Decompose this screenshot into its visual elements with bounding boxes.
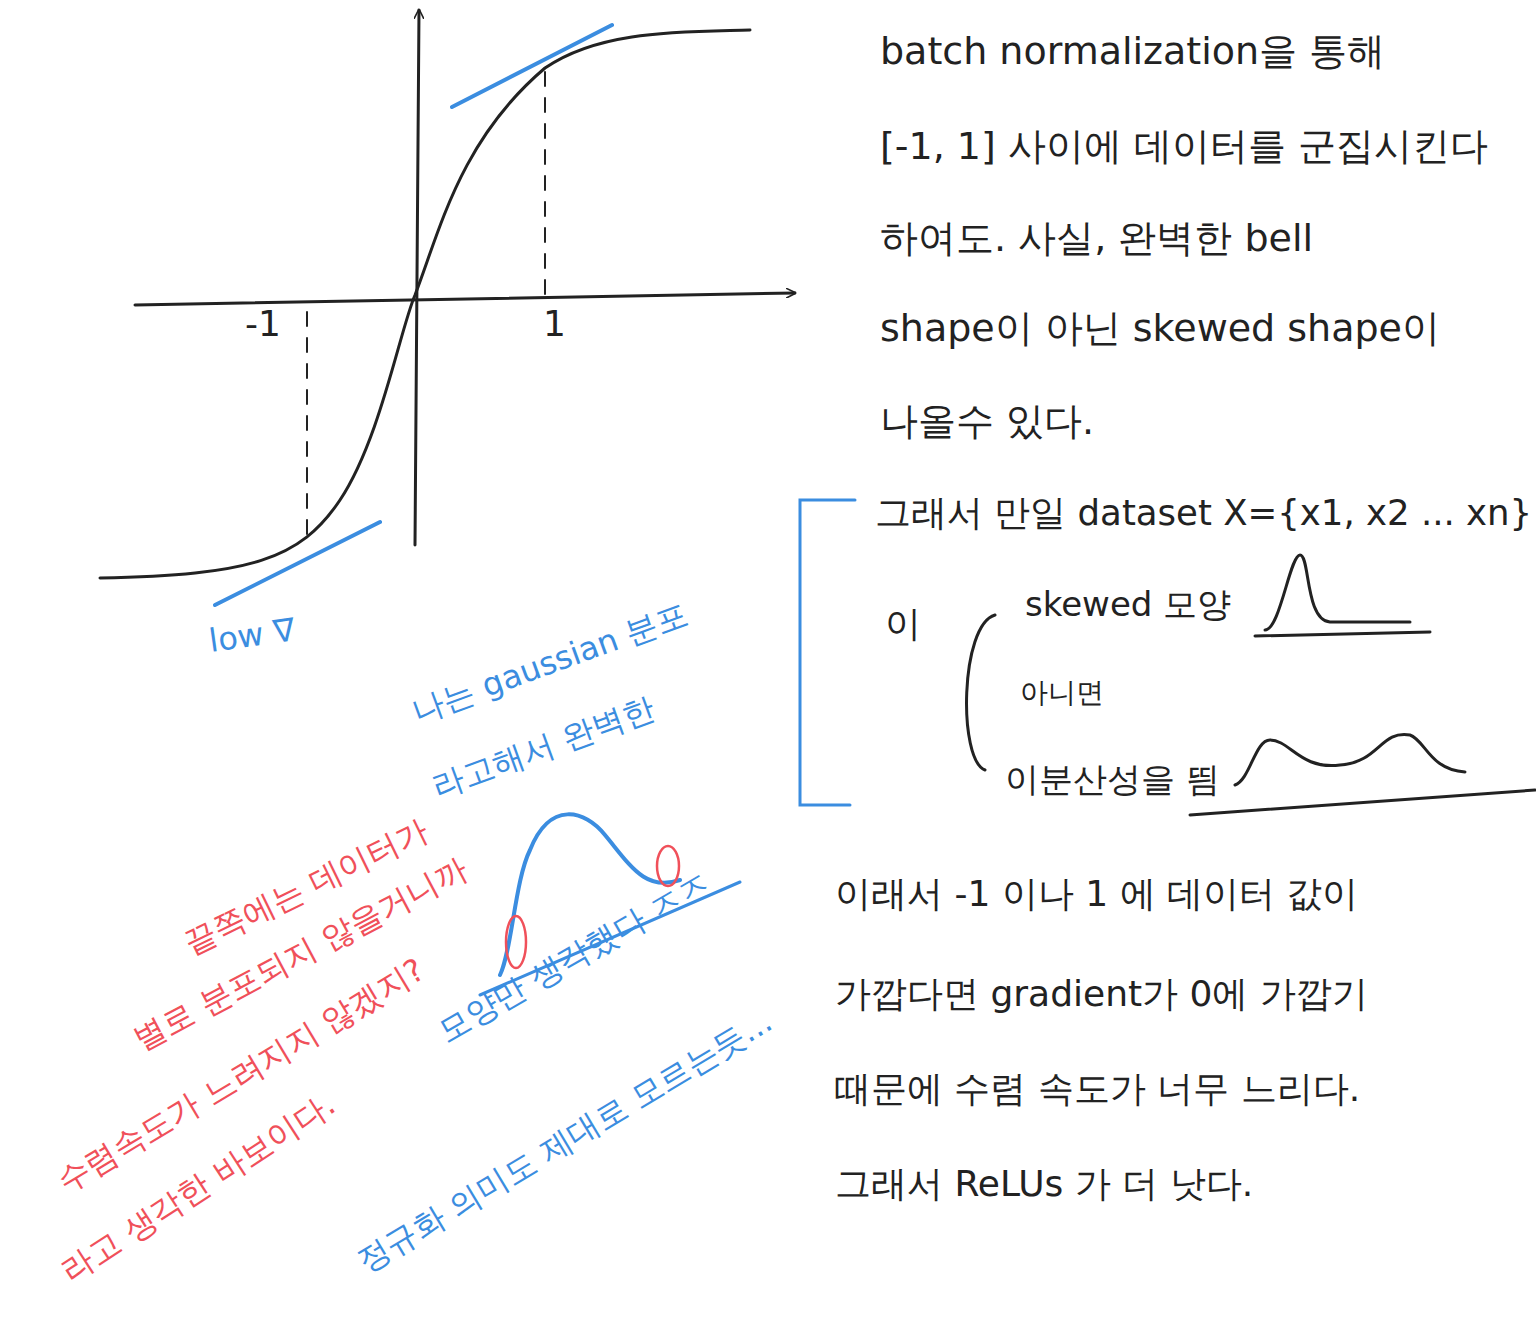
note-text: 그래서 ReLUs 가 더 낫다. (835, 1162, 1253, 1205)
tanh-curve (100, 30, 750, 578)
note-text: [-1, 1] 사이에 데이터를 군집시킨다 (880, 124, 1488, 170)
note-text: 그래서 만일 dataset X={x1, x2 ... xn} (875, 492, 1532, 535)
axis-tick: 1 (543, 302, 566, 345)
annotation: 정규화 의미도 제대로 모르는듯... (350, 1001, 779, 1280)
bimodal-curve (1235, 734, 1465, 785)
note-text: 가깝다면 gradient가 0에 가깝기 (835, 972, 1368, 1015)
annotation: low ∇ (207, 610, 298, 660)
tail-mark (506, 916, 526, 968)
x-axis (135, 293, 795, 305)
tangent-line (215, 522, 380, 605)
note-text: skewed 모양 (1025, 584, 1231, 625)
annotation: 모양만 생각했다 ㅈㅈ (431, 863, 717, 1050)
note-text: batch normalization을 통해 (880, 29, 1385, 75)
brace (967, 615, 995, 770)
note-text: 나올수 있다. (880, 399, 1094, 445)
y-axis (415, 10, 419, 545)
note-text: 이래서 -1 이나 1 에 데이터 값이 (835, 872, 1358, 915)
note-text: 때문에 수렴 속도가 너무 느리다. (835, 1067, 1360, 1110)
axis-tick: -1 (245, 302, 281, 345)
note-text: 아니면 (1020, 676, 1104, 710)
baseline (1255, 632, 1430, 636)
baseline (1190, 790, 1535, 815)
note-text: 이 (885, 602, 921, 645)
tangent-line (452, 25, 612, 107)
bracket (800, 500, 855, 805)
skewed-curve (1265, 555, 1410, 630)
dashed-guide (306, 312, 308, 545)
note-text: 이분산성을 띔 (1005, 759, 1220, 800)
note-text: 하여도. 사실, 완벽한 bell (880, 216, 1313, 262)
note-text: shape이 아닌 skewed shape이 (880, 306, 1440, 352)
dashed-guide (544, 72, 546, 298)
